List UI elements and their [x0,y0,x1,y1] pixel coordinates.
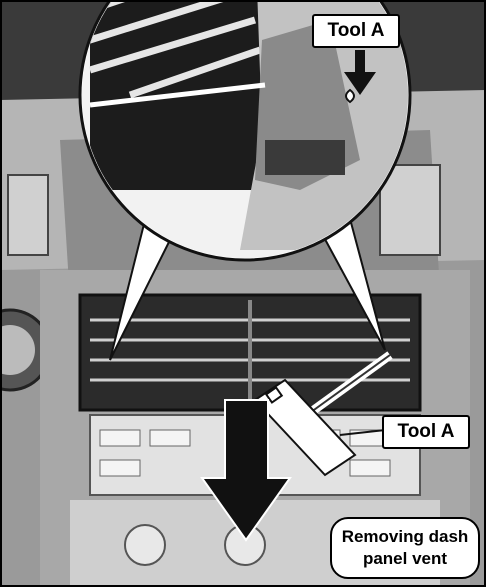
caption-box: Removing dash panel vent [330,517,480,579]
caption-line-2: panel vent [362,549,448,568]
retaining-clip-hole [345,88,355,104]
magnified-vent [82,0,408,258]
steering-gauge-inner [0,325,35,375]
tool-a-shaft-magnified [89,82,266,108]
left-knob [124,524,166,566]
vent-clip [265,140,345,175]
tool-a-arrow-down-icon [344,50,376,95]
tool-a-tool [253,351,393,477]
left-side-vent [7,174,49,256]
right-side-vent [379,164,441,256]
removal-direction-arrow-icon [200,399,292,542]
tool-a-label-bottom: Tool A [382,415,470,449]
tool-a-label-top: Tool A [312,14,400,48]
caption-line-1: Removing dash [341,527,469,546]
